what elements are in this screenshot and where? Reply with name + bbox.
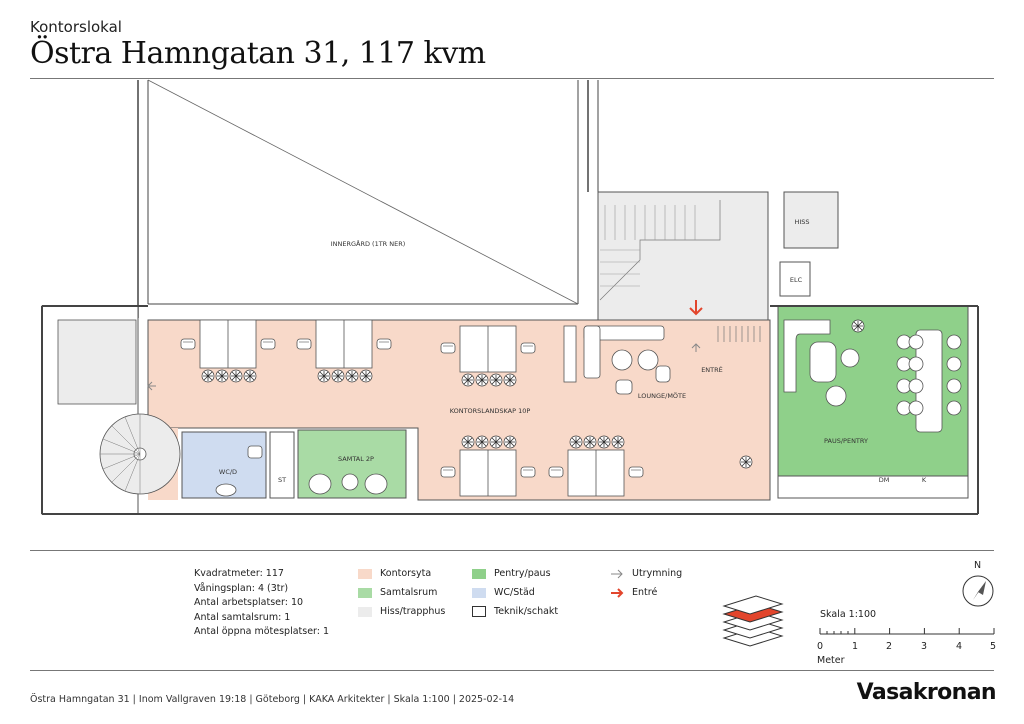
spiral-stair xyxy=(99,413,181,495)
scale-tick-0: 0 xyxy=(817,641,824,652)
label-elc: ELC xyxy=(790,276,803,284)
meeting-furniture xyxy=(308,473,388,495)
storage-zone xyxy=(269,431,295,499)
stat-kvadratmeter: Kvadratmeter: 117 xyxy=(194,568,284,579)
stats-list: Kvadratmeter: 117 Våningsplan: 4 (3tr) A… xyxy=(194,567,329,640)
label-kontorslandskap: KONTORSLANDSKAP 10P xyxy=(450,407,531,415)
compass-icon xyxy=(962,575,994,607)
scale-tick-5: 5 xyxy=(990,641,997,652)
outer-walls xyxy=(41,305,979,515)
legend-kontorsyta: Kontorsyta xyxy=(358,568,431,579)
label-lounge: LOUNGE/MÖTE xyxy=(638,391,686,400)
swatch-hiss xyxy=(358,606,372,617)
desk-groups xyxy=(199,319,625,497)
legend-samtalsrum: Samtalsrum xyxy=(358,587,437,598)
swatch-wc xyxy=(472,587,486,598)
legend-hiss: Hiss/trapphus xyxy=(358,606,445,617)
pentry-counter xyxy=(777,475,969,499)
swatch-samtalsrum xyxy=(358,587,372,598)
lounge-furniture xyxy=(563,325,671,395)
legend-divider-top xyxy=(30,550,994,551)
floor-stack-icon xyxy=(722,595,784,647)
footer-text: Östra Hamngatan 31 | Inom Vallgraven 19:… xyxy=(30,694,515,705)
label-wc: WC/D xyxy=(219,468,237,476)
stat-motesplatser: Antal öppna mötesplatser: 1 xyxy=(194,626,330,637)
swatch-kontorsyta xyxy=(358,568,372,579)
legend-entre: Entré xyxy=(610,587,657,598)
top-divider xyxy=(30,78,994,79)
label-innergard: INNERGÅRD (1TR NER) xyxy=(331,239,406,248)
label-hiss: HISS xyxy=(794,218,809,226)
scale-tick-2: 2 xyxy=(886,641,893,652)
label-st: ST xyxy=(278,476,286,484)
compass-north-label: N xyxy=(974,560,982,571)
plan-title: Östra Hamngatan 31, 117 kvm xyxy=(30,36,486,71)
scale-tick-4: 4 xyxy=(956,641,963,652)
stat-samtalsrum: Antal samtalsrum: 1 xyxy=(194,611,291,623)
scale-bar xyxy=(819,628,995,635)
entrance-arrow-icon xyxy=(611,587,624,598)
scale-unit: Meter xyxy=(817,655,845,666)
footer-divider xyxy=(30,670,994,671)
scale-label: Skala 1:100 xyxy=(820,609,877,620)
plan-subtitle: Kontorslokal xyxy=(30,18,122,36)
label-dm: DM xyxy=(879,476,890,484)
escape-arrow-icon xyxy=(611,569,623,578)
scale-tick-3: 3 xyxy=(921,641,928,652)
courtyard xyxy=(137,79,599,318)
escape-arrows xyxy=(147,343,701,391)
label-paus: PAUS/PENTRY xyxy=(824,437,868,445)
label-samtal: SAMTAL 2P xyxy=(338,455,374,463)
pentry-furniture xyxy=(783,319,962,433)
stat-arbetsplatser: Antal arbetsplatser: 10 xyxy=(194,597,304,608)
label-entre: ENTRÉ xyxy=(701,365,723,374)
brand-logo: Vasakronan xyxy=(856,680,997,705)
legend-teknik: Teknik/schakt xyxy=(472,606,558,617)
legend-wc: WC/Städ xyxy=(472,587,535,598)
legend-pentry: Pentry/paus xyxy=(472,568,551,579)
stat-vaningsplan: Våningsplan: 4 (3tr) xyxy=(194,582,289,594)
swatch-pentry xyxy=(472,568,486,579)
label-k: K xyxy=(922,476,927,484)
scale-tick-1: 1 xyxy=(852,641,859,652)
stairwell-zone xyxy=(597,191,839,323)
swatch-teknik xyxy=(472,606,486,617)
legend-utrymning: Utrymning xyxy=(610,568,682,579)
entrance-arrow xyxy=(689,300,703,316)
